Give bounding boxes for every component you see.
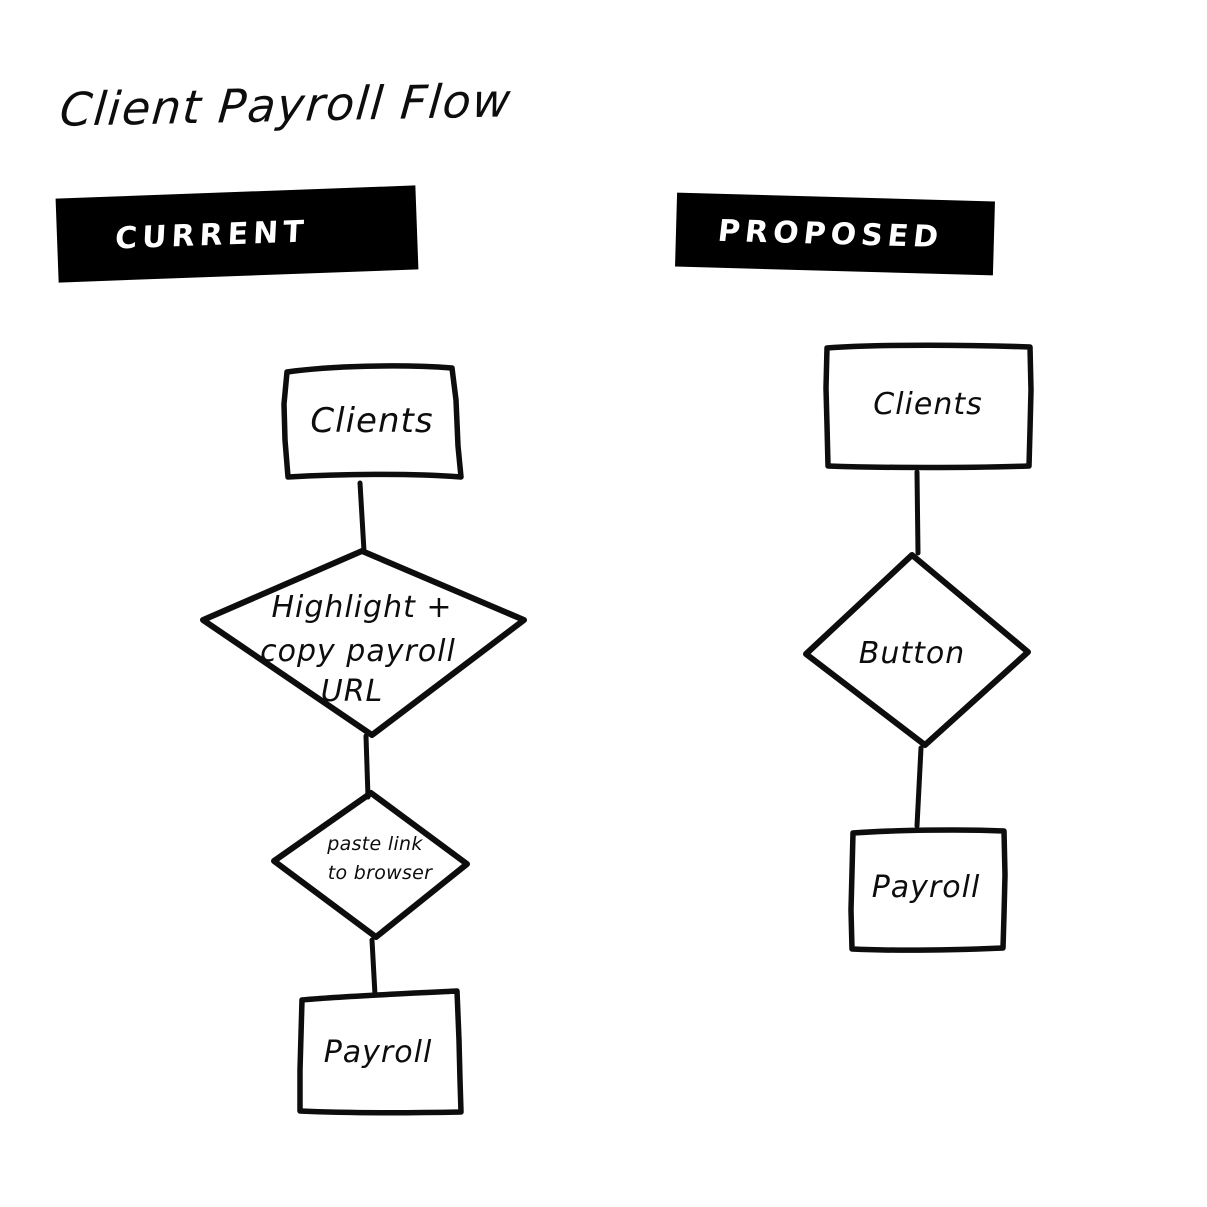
node-current-highlight-copy[interactable]: Highlight + copy payroll URL bbox=[200, 548, 527, 738]
node-current-highlight-copy-line-3: URL bbox=[321, 674, 384, 709]
connector-proposed-2 bbox=[914, 745, 924, 829]
node-current-paste-link[interactable]: paste link to browser bbox=[271, 790, 470, 940]
node-current-payroll[interactable]: Payroll bbox=[297, 988, 464, 1116]
node-current-clients-shape bbox=[281, 363, 464, 480]
node-proposed-clients-shape bbox=[823, 342, 1034, 471]
node-proposed-button-label: Button bbox=[859, 636, 966, 671]
node-proposed-clients[interactable]: Clients bbox=[823, 342, 1034, 471]
node-proposed-button[interactable]: Button bbox=[803, 552, 1031, 748]
node-current-paste-link-shape bbox=[271, 790, 470, 940]
node-current-payroll-label: Payroll bbox=[324, 1035, 433, 1070]
connector-current-2 bbox=[363, 733, 371, 800]
connector-proposed-1 bbox=[914, 469, 921, 556]
node-current-clients-label: Clients bbox=[310, 401, 433, 441]
connector-current-1 bbox=[357, 480, 367, 554]
node-proposed-payroll[interactable]: Payroll bbox=[848, 827, 1008, 953]
node-current-payroll-shape bbox=[297, 988, 464, 1116]
connector-current-3 bbox=[369, 937, 378, 998]
node-proposed-payroll-shape bbox=[848, 827, 1008, 953]
node-proposed-payroll-label: Payroll bbox=[872, 870, 981, 905]
node-current-highlight-copy-line-1: Highlight + bbox=[271, 590, 452, 625]
node-current-clients[interactable]: Clients bbox=[281, 363, 464, 480]
node-current-highlight-copy-line-2: copy payroll bbox=[260, 634, 456, 669]
node-current-paste-link-line-1: paste link bbox=[326, 833, 423, 855]
node-current-highlight-copy-shape bbox=[200, 548, 527, 738]
node-proposed-clients-label: Clients bbox=[873, 387, 982, 422]
node-current-paste-link-line-2: to browser bbox=[328, 862, 433, 884]
node-proposed-button-shape bbox=[803, 552, 1031, 748]
